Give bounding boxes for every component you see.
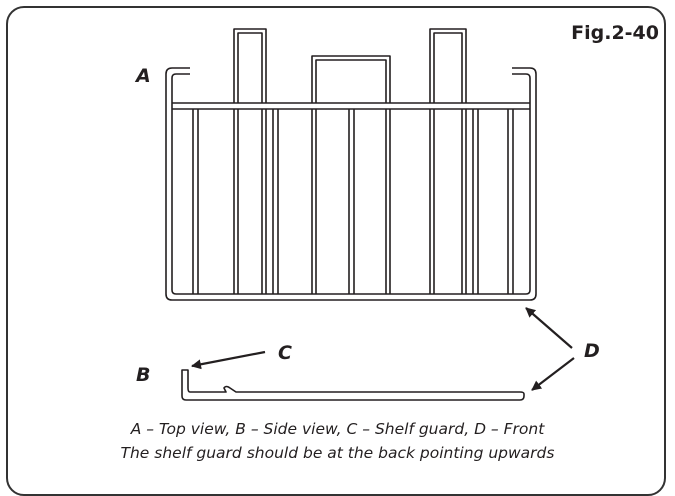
shelf-inner-frame	[171, 73, 531, 295]
arrow-d-bottom	[531, 357, 575, 391]
figure-label: Fig.2-40	[571, 22, 659, 44]
callout-letter-b: B	[136, 364, 151, 386]
shelf-tab-left-inner	[237, 32, 263, 103]
caption-line-1: A – Top view, B – Side view, C – Shelf g…	[130, 420, 545, 438]
wire-shelf-top-view	[165, 28, 537, 301]
shelf-guard-profile	[181, 369, 525, 401]
shelf-tab-center-inner	[315, 59, 387, 103]
shelf-diagram	[165, 28, 575, 401]
shelf-tab-right-inner	[433, 32, 463, 103]
arrow-c	[191, 350, 266, 370]
shelf-tab-right	[429, 28, 467, 103]
caption-line-2: The shelf guard should be at the back po…	[120, 444, 555, 462]
callout-arrows	[191, 307, 575, 391]
shelf-tab-left	[233, 28, 267, 103]
callout-letter-d: D	[584, 340, 600, 362]
shelf-tab-center	[311, 55, 391, 103]
shelf-side-view	[181, 369, 525, 401]
callout-letter-c: C	[278, 342, 292, 364]
arrow-d-top	[525, 307, 573, 349]
shelf-vertical-wires	[192, 109, 514, 294]
callout-letter-a: A	[136, 65, 151, 87]
shelf-outer-frame	[165, 67, 537, 301]
